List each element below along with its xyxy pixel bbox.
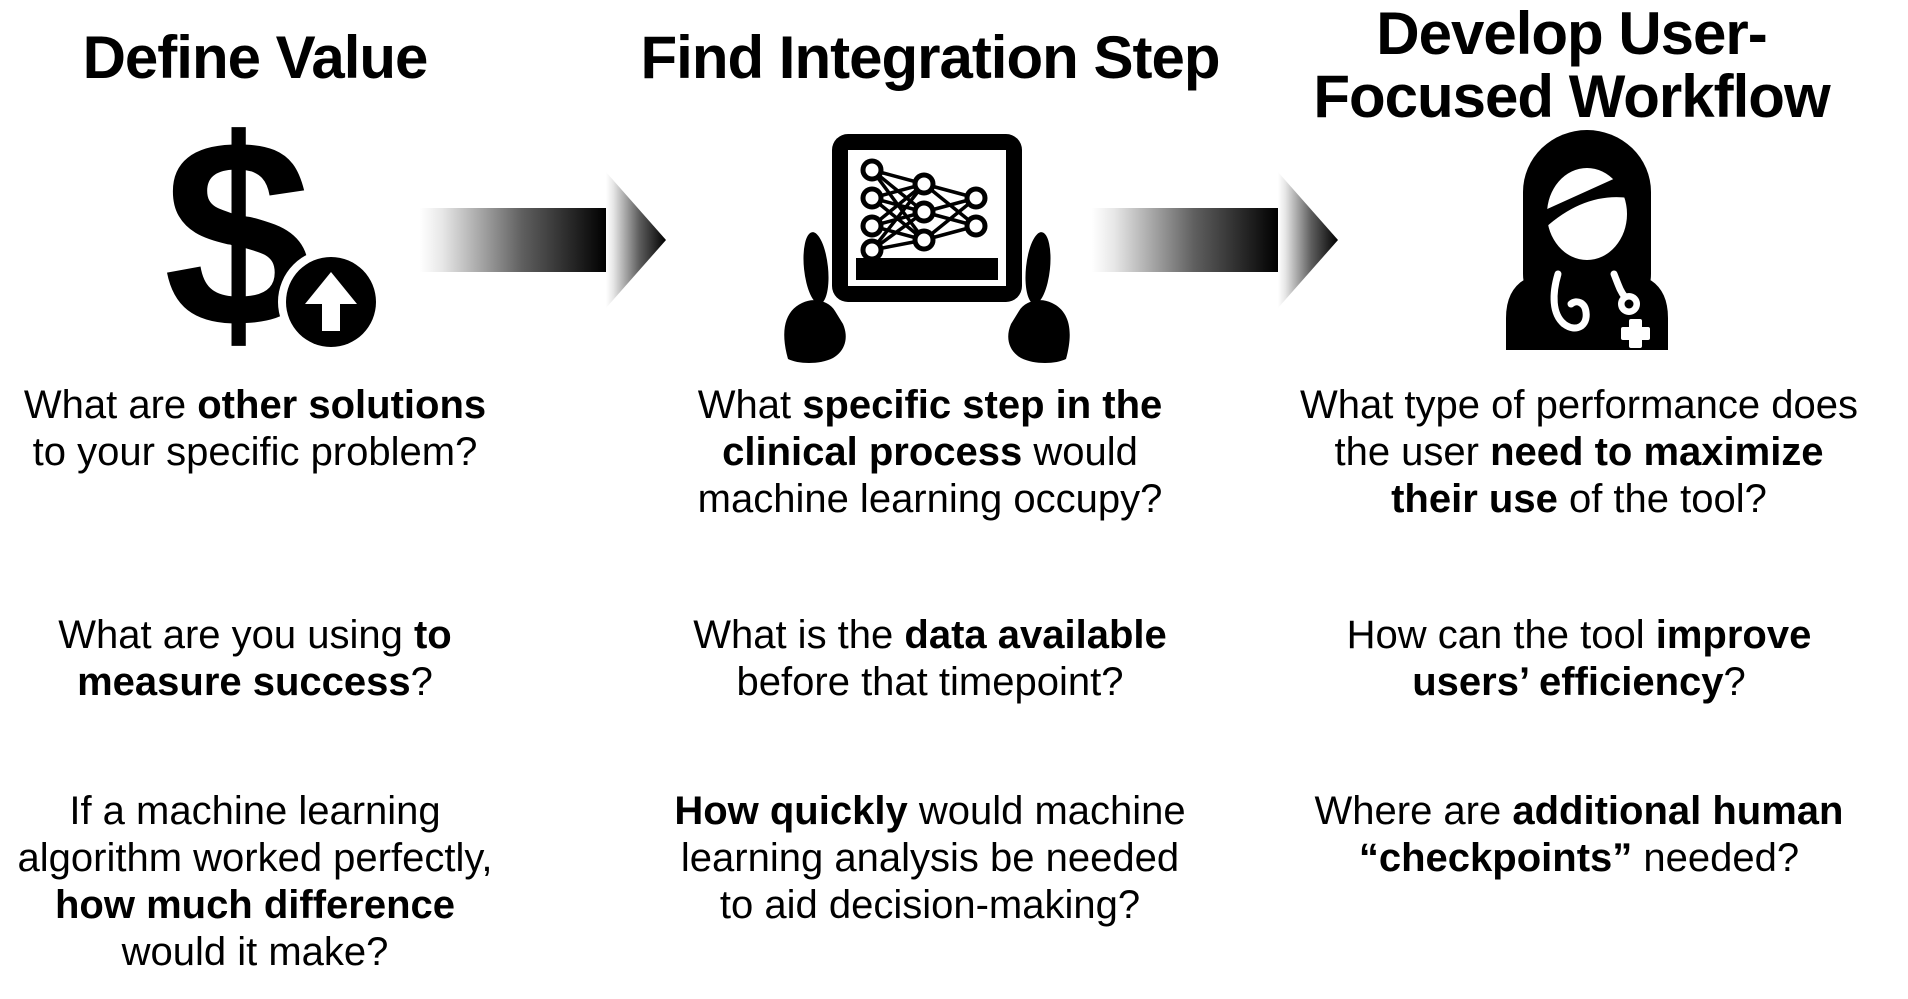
hair-fringe <box>1545 172 1629 228</box>
column-title-find-integration-step: Find Integration Step <box>640 24 1221 91</box>
question-text: Where are additional human“checkpoints” … <box>1314 789 1844 880</box>
right-hand <box>1008 232 1070 363</box>
flow-arrow-icon <box>1092 172 1338 308</box>
flow-arrow-icon <box>420 172 666 308</box>
dollar-value-increase-icon: $ <box>163 112 383 360</box>
up-arrow-icon <box>305 272 357 304</box>
tablet-home-bar <box>856 258 998 280</box>
column-title-develop-user-focused-workflow: Develop User-Focused Workflow <box>1313 0 1830 130</box>
neural-network-nodes <box>860 158 988 262</box>
left-hand <box>784 232 846 363</box>
female-clinician-icon <box>1506 130 1668 350</box>
tablet-neural-network-icon <box>784 134 1070 363</box>
column-title-define-value: Define Value <box>82 24 429 91</box>
medical-cross-icon <box>1621 319 1650 348</box>
